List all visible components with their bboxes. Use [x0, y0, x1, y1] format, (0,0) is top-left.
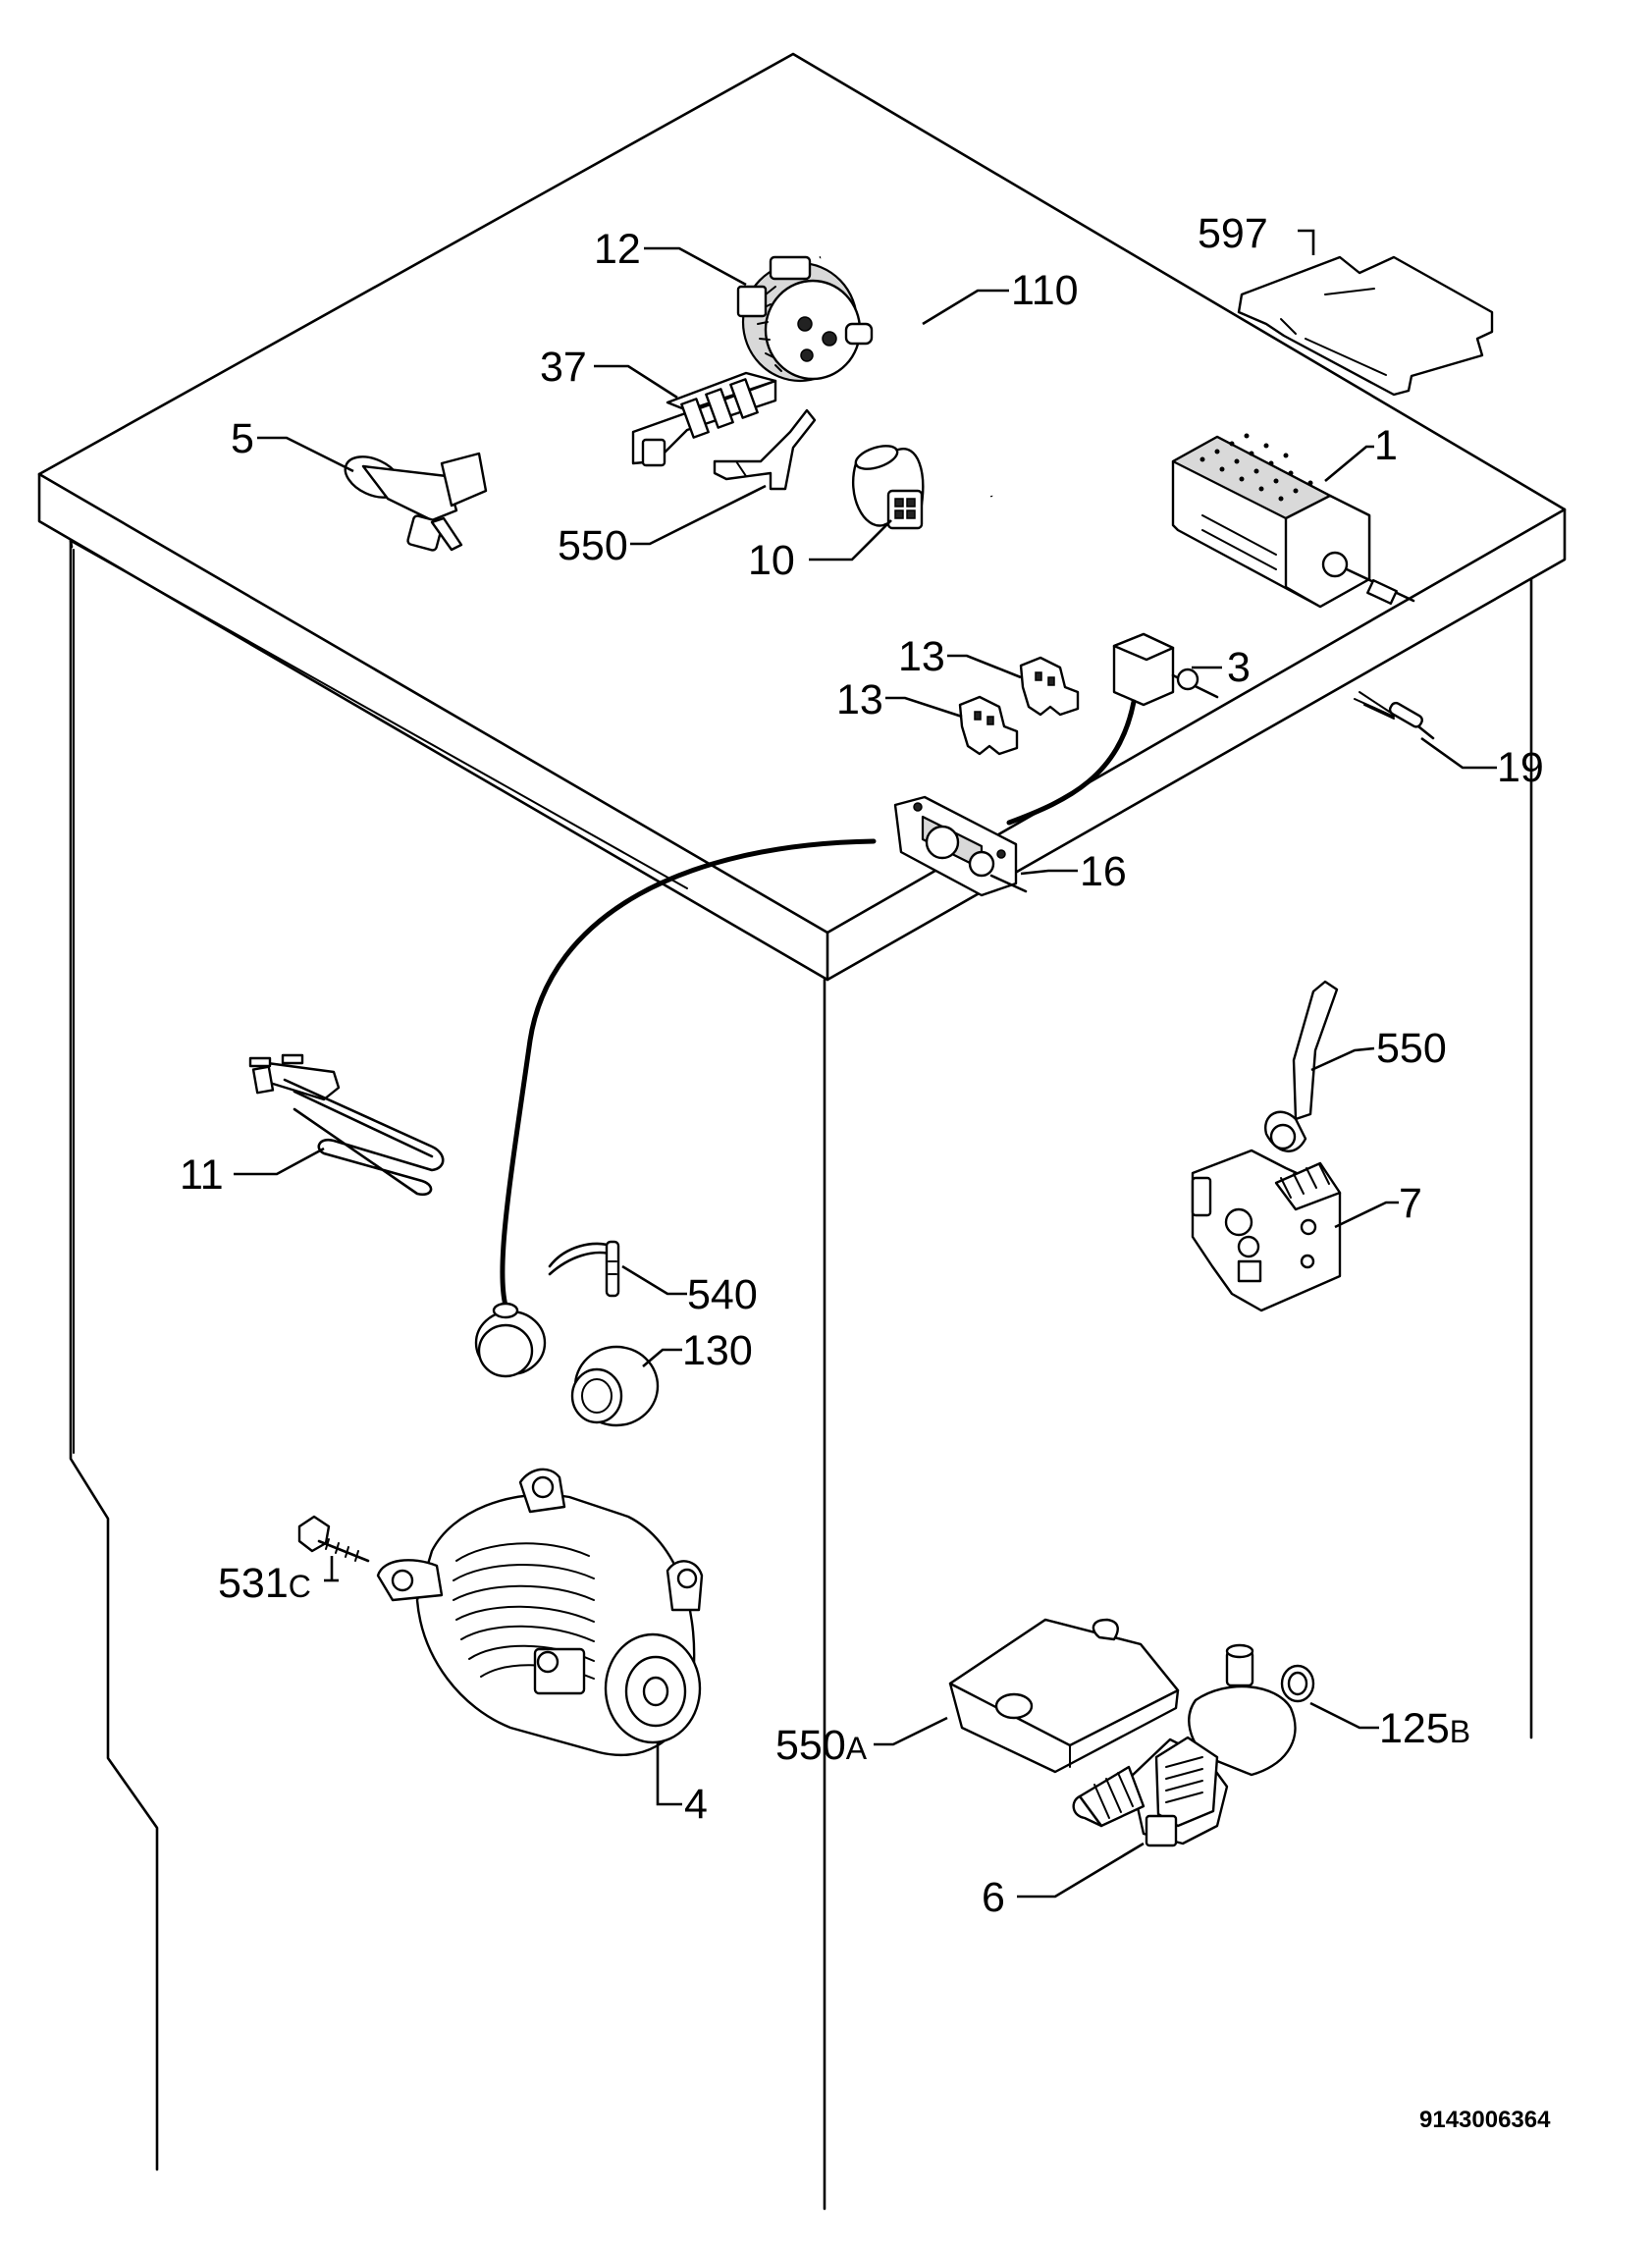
leader-37: [594, 364, 678, 400]
svg-text:11: 11: [180, 1151, 224, 1199]
leader-597: [630, 484, 767, 546]
svg-text:597: 597: [1198, 210, 1268, 257]
leader-6: [1017, 1842, 1145, 1898]
part-1-programmer: [1171, 433, 1415, 609]
label-37: 37: [540, 344, 587, 391]
label-550: 550: [1376, 1025, 1447, 1072]
part-531c-screw: [297, 1515, 370, 1563]
svg-text:3: 3: [1227, 644, 1251, 691]
label-6: 6: [982, 1874, 1005, 1921]
label-597: 550: [558, 522, 628, 569]
label-19: 19: [1497, 744, 1544, 791]
part-19-probe: [1354, 691, 1435, 740]
label-5: 5: [231, 415, 254, 462]
part-125b-seal-ring: [1280, 1664, 1315, 1703]
part-13-connector-upper: [1019, 656, 1080, 717]
leader-13a: [947, 654, 1022, 679]
part-130-grommet: [570, 1345, 660, 1427]
svg-text:1: 1: [1374, 422, 1398, 469]
label-13b: 13: [836, 676, 883, 723]
svg-text:125B: 125B: [1379, 1705, 1470, 1752]
part-550a-cover: [948, 1618, 1180, 1774]
cable-16-to-130: [500, 838, 877, 1309]
part-7-component: [1191, 1149, 1342, 1312]
svg-text:130: 130: [682, 1327, 753, 1374]
reference-code: 9143006364: [1419, 2107, 1551, 2133]
leader-531c: [324, 1556, 339, 1582]
label-11: 10: [748, 537, 795, 584]
leader-4: [656, 1742, 682, 1806]
svg-text:7: 7: [1399, 1180, 1422, 1227]
svg-text:5: 5: [231, 415, 254, 462]
svg-text:9143006364: 9143006364: [1419, 2107, 1551, 2133]
leader-550a: [874, 1716, 948, 1746]
label-3: 3: [1227, 644, 1251, 691]
leader-7: [1334, 1201, 1399, 1229]
label-7: 7: [1399, 1180, 1422, 1227]
svg-text:6: 6: [982, 1874, 1005, 1921]
label-1: 1: [1374, 422, 1398, 469]
label-12: 12: [594, 226, 641, 273]
leader-1: [1324, 445, 1374, 482]
leader-110: [922, 289, 1009, 326]
part-grommet-cable-end: [474, 1302, 547, 1378]
leader-19: [1420, 736, 1497, 770]
part-5-sensor: [344, 452, 488, 552]
part-6-drain-pump: [1072, 1643, 1297, 1847]
label-4: 4: [684, 1781, 708, 1828]
svg-text:16: 16: [1080, 848, 1127, 895]
leader-11: [809, 519, 892, 562]
part-12-pressure-switch: [736, 255, 874, 383]
part-550d-cover-plate: [1237, 255, 1494, 397]
label-130: 130: [682, 1327, 753, 1374]
leader-16: [1020, 869, 1078, 876]
cable-3-to-16: [1006, 699, 1137, 826]
part-16-door-switch: [893, 795, 1028, 897]
part-13-connector-lower: [958, 695, 1019, 756]
leader-550d: [1298, 229, 1315, 255]
part-11-capacitor: [851, 445, 925, 530]
svg-text:13: 13: [898, 633, 945, 680]
part-110-hose: [819, 249, 994, 498]
svg-text:110: 110: [1011, 267, 1079, 314]
label-125b: 125B: [1379, 1705, 1470, 1752]
svg-text:531C: 531C: [218, 1560, 311, 1607]
label-540: 540: [687, 1271, 758, 1318]
leader-10: [234, 1147, 325, 1176]
label-110: 110: [1011, 267, 1079, 314]
leader-5: [257, 436, 354, 473]
part-37-terminal-block: [631, 371, 777, 467]
part-4-motor: [376, 1468, 704, 1756]
leader-12: [644, 246, 747, 287]
part-550-harness: [1264, 980, 1339, 1152]
label-550d: 597: [1198, 210, 1268, 257]
svg-text:12: 12: [594, 226, 641, 273]
label-550a: 550A: [775, 1722, 868, 1769]
label-531c: 531C: [218, 1560, 311, 1607]
label-10: 11: [180, 1151, 224, 1199]
label-13a: 13: [898, 633, 945, 680]
svg-text:4: 4: [684, 1781, 708, 1828]
svg-text:19: 19: [1497, 744, 1544, 791]
leader-125b: [1309, 1701, 1379, 1730]
part-3-switch: [1112, 632, 1219, 707]
leader-550: [1310, 1046, 1375, 1072]
part-597-bracket: [713, 408, 817, 491]
svg-text:550: 550: [1376, 1025, 1447, 1072]
svg-text:550: 550: [558, 522, 628, 569]
part-540-clip: [548, 1240, 620, 1298]
svg-text:540: 540: [687, 1271, 758, 1318]
leader-130: [642, 1348, 682, 1367]
svg-text:37: 37: [540, 344, 587, 391]
label-16: 16: [1080, 848, 1127, 895]
leader-13b: [885, 696, 963, 719]
svg-text:13: 13: [836, 676, 883, 723]
svg-text:10: 10: [748, 537, 795, 584]
cabinet-outline: [37, 52, 1567, 2211]
leader-540: [621, 1264, 687, 1296]
svg-text:550A: 550A: [775, 1722, 868, 1769]
part-10-heater: [248, 1053, 445, 1197]
